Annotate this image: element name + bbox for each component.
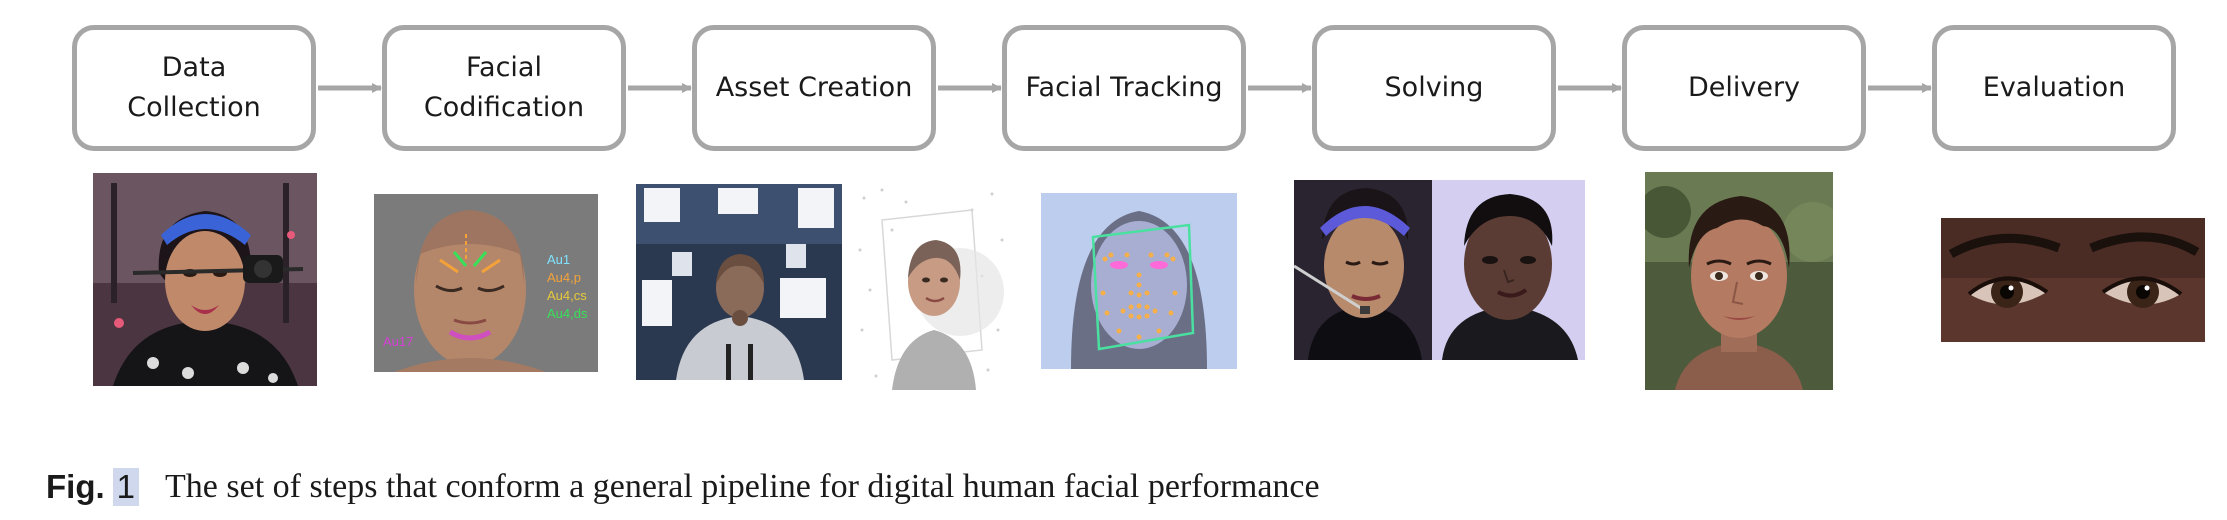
image-evaluation-eyes (1941, 218, 2205, 342)
figure-caption-text: The set of steps that conform a general … (165, 468, 1320, 505)
au-label-1: Au1 (547, 252, 571, 267)
stage-box-evaluation: Evaluation (1932, 25, 2176, 151)
stage-box-solving: Solving (1312, 25, 1556, 151)
stage-box-delivery: Delivery (1622, 25, 1866, 151)
image-facial-tracking-landmarks (1041, 193, 1237, 369)
au-label-4: Au4,ds (547, 306, 588, 321)
figure-caption: Fig. 1 The set of steps that conform a g… (46, 462, 1320, 512)
figure-number: 1 (112, 468, 140, 506)
figure-prefix: Fig. (46, 468, 105, 505)
image-point-cloud-scan (852, 180, 1012, 390)
au-label-5: Au17 (383, 334, 414, 349)
stage-box-facial-tracking: Facial Tracking (1002, 25, 1246, 151)
stage-box-data-collection: Data Collection (72, 25, 316, 151)
image-asset-creation-studio (636, 184, 842, 380)
stage-box-facial-codification: Facial Codification (382, 25, 626, 151)
stage-label-solving: Solving (1384, 72, 1484, 103)
stage-label-asset-creation: Asset Creation (715, 72, 913, 103)
stage-label-facial-codification: Facial Codification (423, 52, 585, 123)
image-solving-performer (1294, 180, 1432, 360)
stage-label-evaluation: Evaluation (1982, 72, 2126, 103)
stage-label-data-collection: Data Collection (127, 52, 261, 123)
image-facial-codification: Au1 Au4,p Au4,cs Au4,ds Au17 (374, 194, 598, 372)
stage-label-delivery: Delivery (1687, 72, 1801, 103)
image-solving-digital-character (1432, 180, 1585, 360)
au-label-3: Au4,cs (547, 288, 587, 303)
image-delivery-render (1645, 172, 1833, 390)
stage-label-facial-tracking: Facial Tracking (1025, 72, 1223, 103)
stage-box-asset-creation: Asset Creation (692, 25, 936, 151)
image-data-collection-capture (93, 173, 317, 386)
au-label-2: Au4,p (547, 270, 581, 285)
